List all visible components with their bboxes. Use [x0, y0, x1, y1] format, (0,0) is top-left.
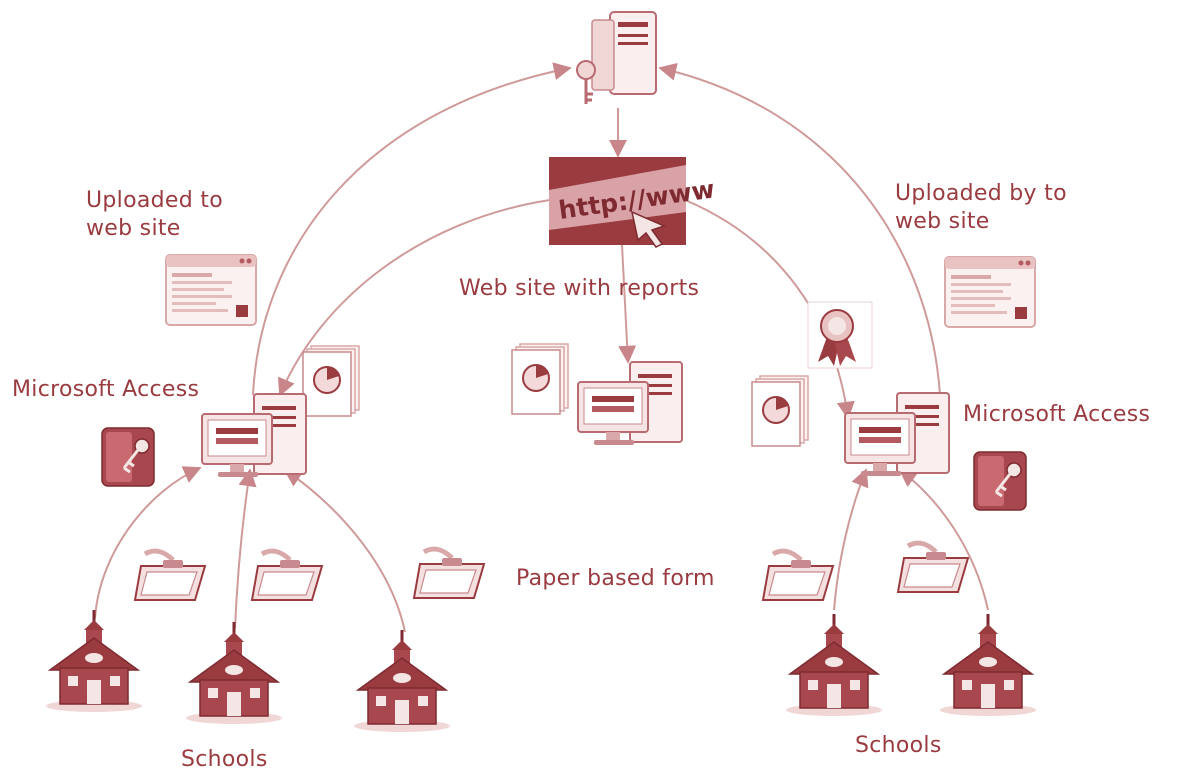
access-app-icon	[100, 426, 156, 488]
computer-icon	[201, 393, 307, 478]
label-uploaded-left: Uploaded to web site	[86, 188, 223, 241]
connector-lines	[94, 62, 989, 633]
label-website-reports: Web site with reports	[459, 276, 700, 301]
key-icon	[576, 60, 596, 104]
arrow-right-to-server	[658, 62, 941, 396]
clipboard-icon	[252, 551, 322, 600]
school-icon	[784, 612, 884, 718]
label-schools-right: Schools	[855, 733, 942, 758]
arrow-website-to-right-access	[684, 199, 855, 420]
school-icon	[44, 608, 144, 714]
webpage-icon	[165, 254, 257, 326]
access-app-icon	[972, 450, 1028, 512]
arrow-school5-to-right-access	[898, 468, 989, 611]
clipboard-icon	[135, 551, 205, 600]
school-icon	[352, 628, 452, 734]
clipboard-icon	[898, 543, 968, 592]
arrow-school4-to-right-access	[833, 468, 869, 611]
clipboard-icon	[763, 551, 833, 600]
report-icon	[751, 375, 809, 447]
school-icon	[184, 620, 284, 726]
webpage-icon	[944, 256, 1036, 328]
report-icon	[511, 343, 569, 415]
label-access-right: Microsoft Access	[963, 402, 1151, 427]
http-banner-icon: http://www	[549, 157, 716, 248]
label-paper-form: Paper based form	[516, 566, 715, 591]
computer-icon	[577, 361, 683, 446]
arrow-school1-to-left-access	[94, 466, 202, 619]
computer-icon	[844, 392, 950, 477]
award-ribbon-icon	[807, 301, 873, 369]
clipboard-icon	[414, 549, 484, 598]
report-icon	[302, 345, 360, 417]
arrow-left-to-server	[252, 62, 572, 396]
arrow-school3-to-left-access	[283, 469, 406, 633]
label-uploaded-right: Uploaded by to web site	[895, 181, 1067, 234]
arrow-website-to-left-access	[278, 199, 551, 397]
label-access-left: Microsoft Access	[12, 377, 200, 402]
server-icon	[591, 11, 657, 95]
school-icon	[938, 612, 1038, 718]
arrow-school2-to-left-access	[234, 468, 257, 629]
arrow-website-to-center-computer	[618, 244, 637, 364]
label-schools-left: Schools	[181, 747, 268, 772]
